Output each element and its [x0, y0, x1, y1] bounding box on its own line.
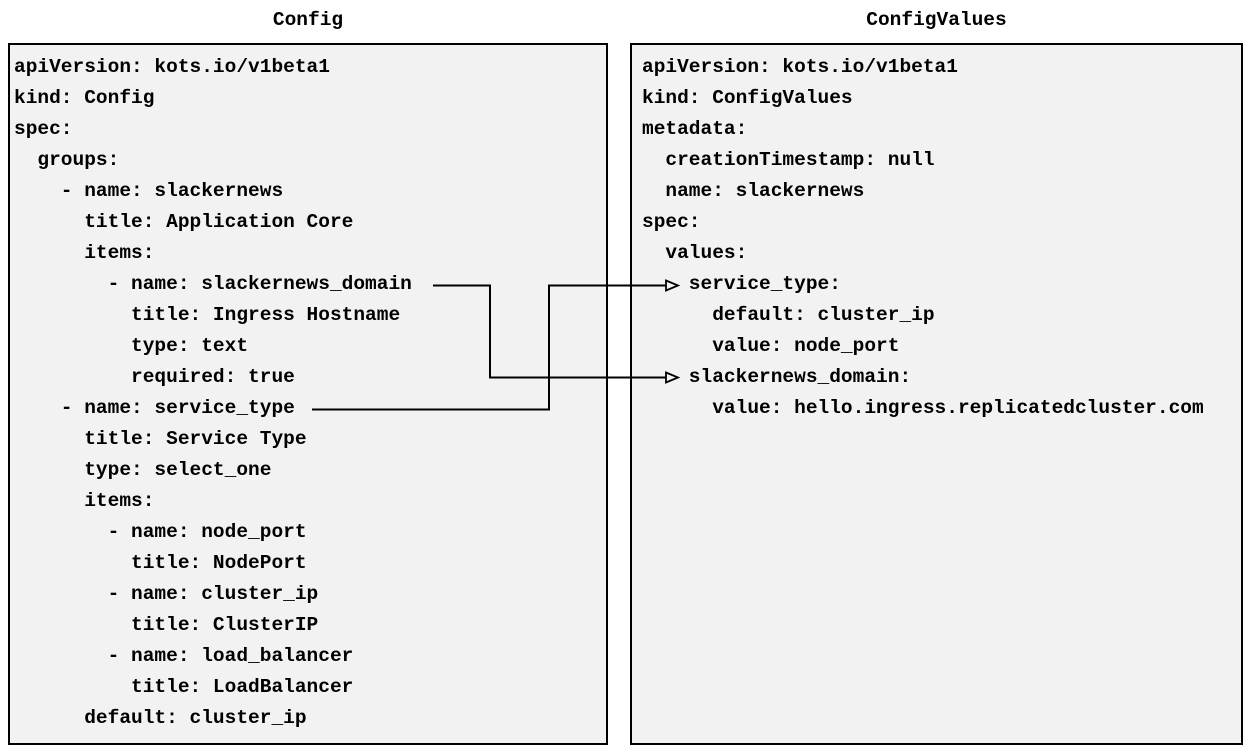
- config-panel: apiVersion: kots.io/v1beta1 kind: Config…: [8, 43, 608, 745]
- configvalues-panel-title: ConfigValues: [866, 9, 1007, 31]
- config-panel-title: Config: [272, 9, 344, 31]
- configvalues-panel: apiVersion: kots.io/v1beta1 kind: Config…: [630, 43, 1243, 745]
- config-yaml-code: apiVersion: kots.io/v1beta1 kind: Config…: [14, 56, 412, 729]
- configvalues-yaml-code: apiVersion: kots.io/v1beta1 kind: Config…: [642, 56, 1204, 419]
